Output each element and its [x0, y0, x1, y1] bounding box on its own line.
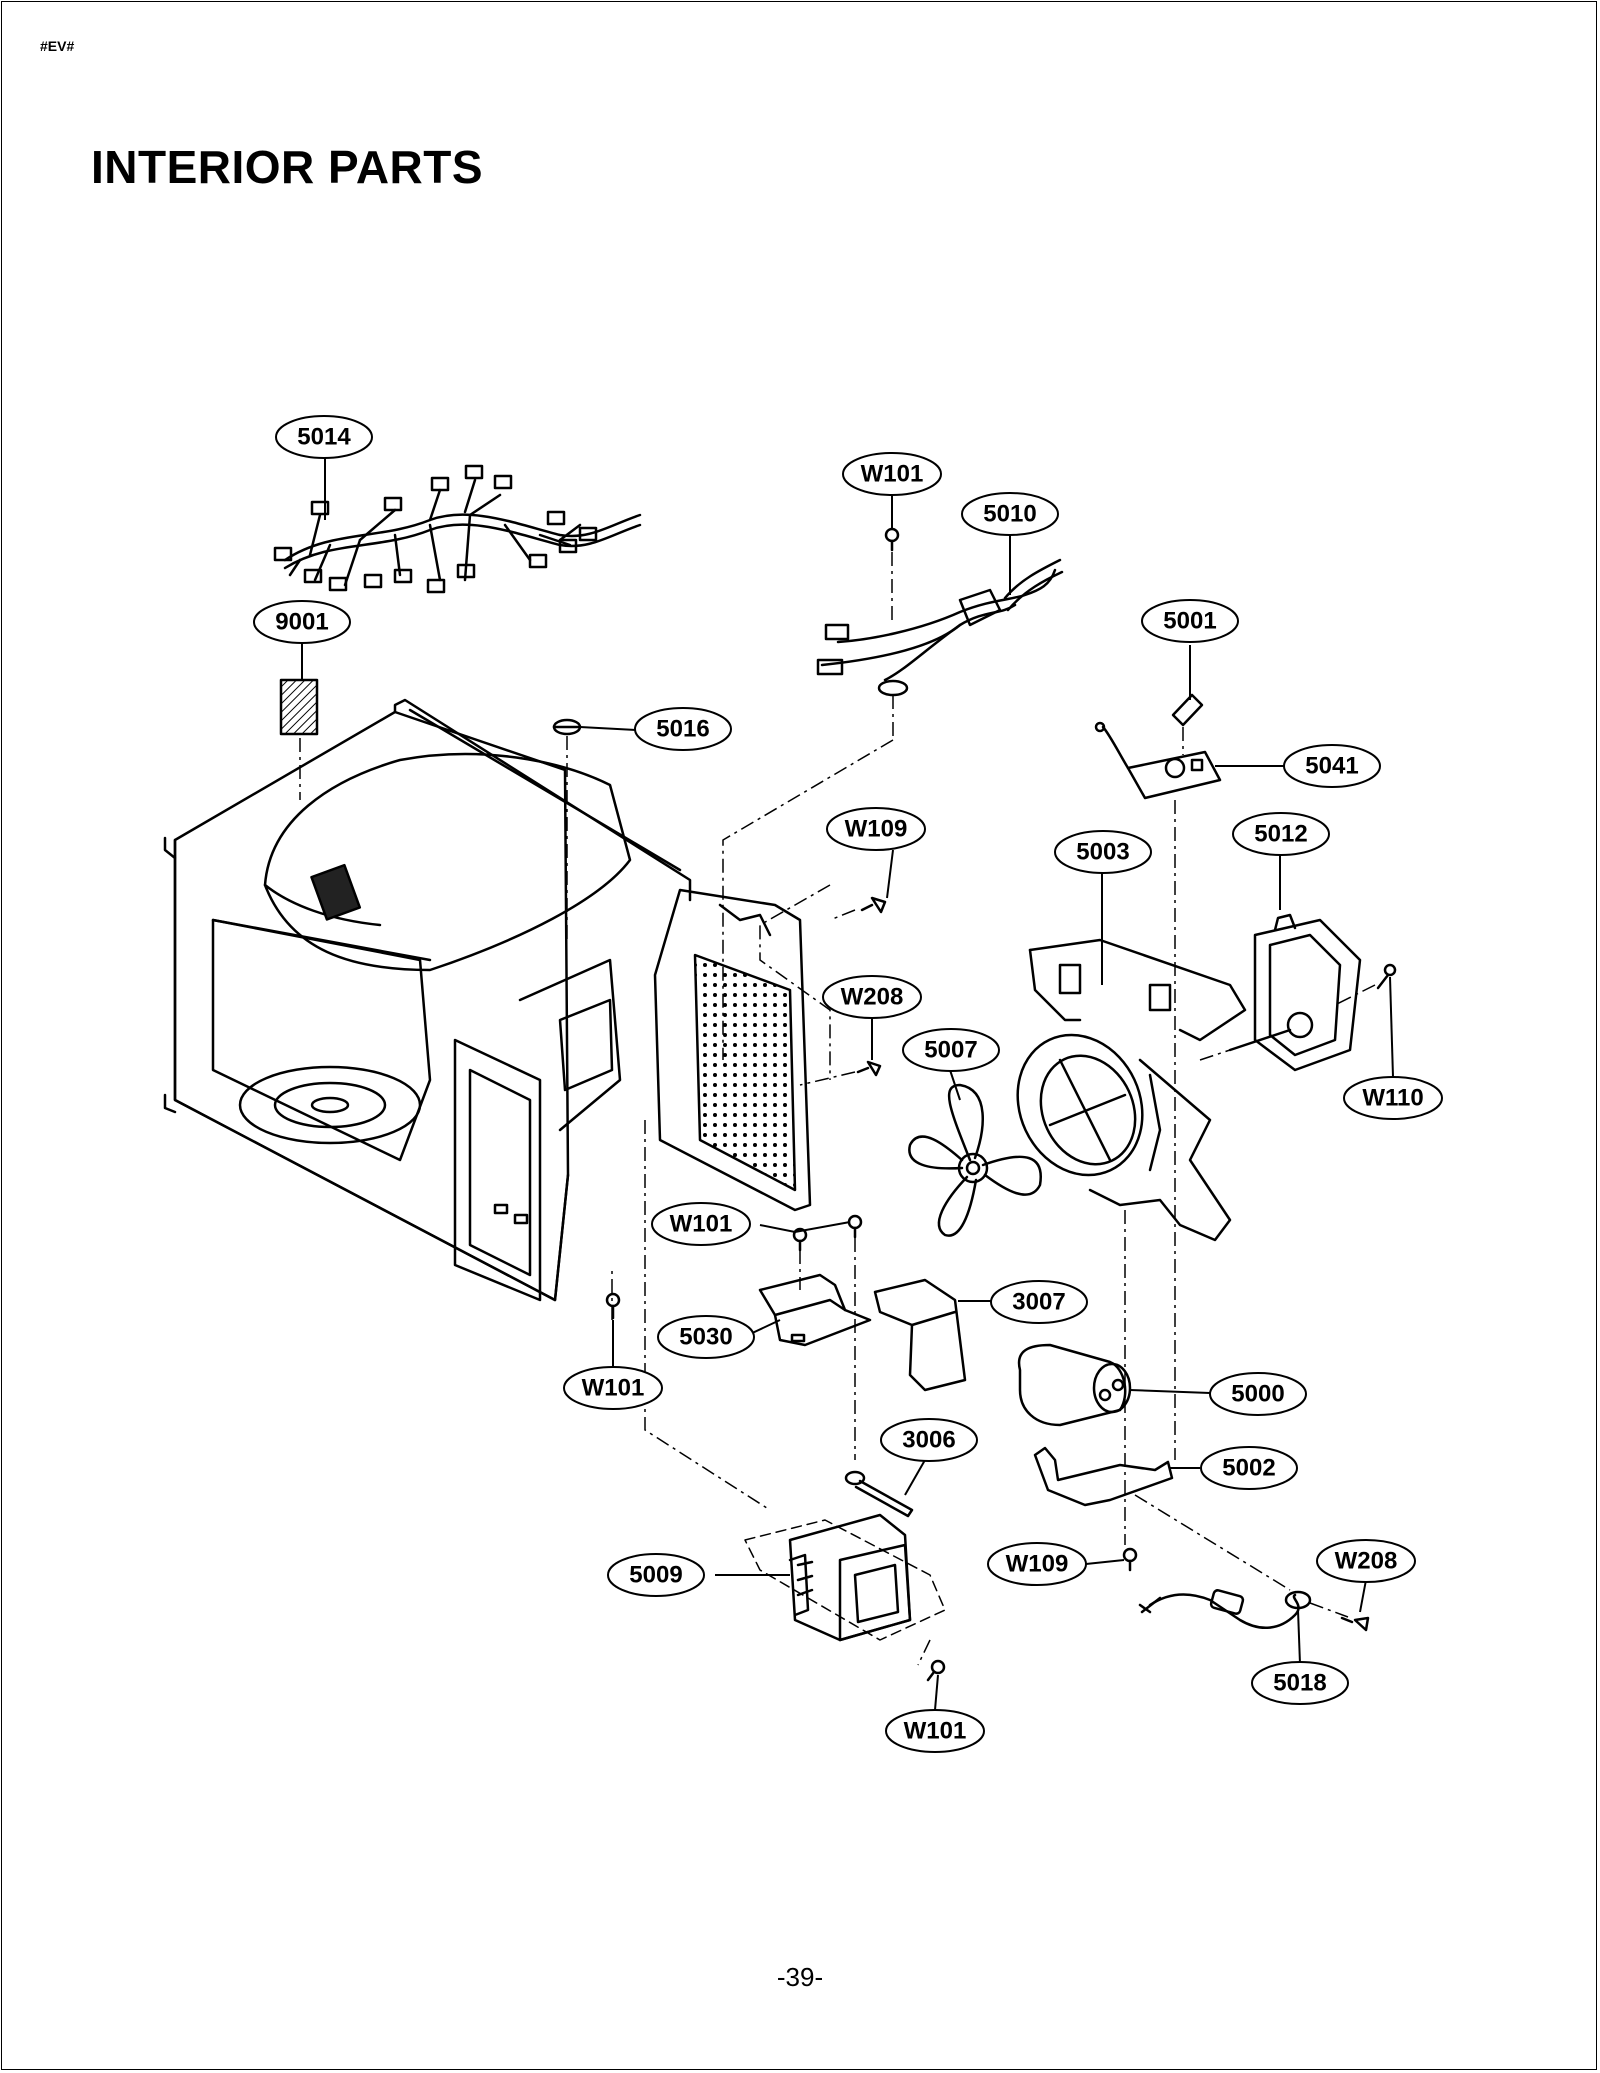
part-5012-fan-motor	[1228, 913, 1362, 1072]
document-code: #EV#	[40, 38, 75, 54]
svg-text:5018: 5018	[1273, 1670, 1326, 1697]
part-5002-bracket	[1033, 1446, 1174, 1507]
callout-9001: 9001	[253, 600, 351, 644]
part-w208-lower-screw	[1340, 1616, 1370, 1632]
callout-5030: 5030	[657, 1315, 755, 1359]
part-w109-upper-screw	[860, 896, 887, 914]
part-5009-magnetron	[744, 1513, 946, 1642]
part-5014-wire-harness	[273, 464, 642, 594]
svg-text:W109: W109	[1006, 1551, 1069, 1578]
svg-text:9001: 9001	[275, 609, 328, 636]
part-w110-screw	[1376, 963, 1397, 990]
callout-3007: 3007	[990, 1280, 1088, 1324]
svg-text:3007: 3007	[1012, 1289, 1065, 1316]
callout-3006: 3006	[880, 1418, 978, 1462]
svg-text:5014: 5014	[297, 424, 351, 451]
callout-w208-upper: W208	[822, 975, 922, 1019]
part-5041-pcb	[1094, 721, 1222, 800]
part-5018-sensor-cord	[1138, 1589, 1312, 1630]
svg-text:5009: 5009	[629, 1562, 682, 1589]
callout-w110: W110	[1343, 1076, 1443, 1120]
part-w208-upper-screw	[856, 1060, 882, 1077]
svg-text:3006: 3006	[902, 1427, 955, 1454]
callout-5003: 5003	[1054, 830, 1152, 874]
callout-w101-left: W101	[563, 1366, 663, 1410]
assembly-guide-lines	[299, 552, 1376, 1666]
part-back-panel	[653, 888, 812, 1212]
callout-w109-lower: W109	[987, 1542, 1087, 1586]
part-3007-plate	[873, 1278, 967, 1392]
callouts: 5014 9001 W101 5010 5016 5001 5041 W109	[253, 415, 1443, 1753]
part-w109-lower-screw	[1122, 1547, 1138, 1572]
part-5030-bracket	[758, 1273, 872, 1347]
svg-text:5010: 5010	[983, 501, 1036, 528]
svg-text:W110: W110	[1362, 1085, 1423, 1112]
part-w101-top-screw	[884, 527, 900, 552]
callout-5010: 5010	[961, 492, 1059, 536]
svg-text:5000: 5000	[1231, 1381, 1284, 1408]
part-5001-fuse	[1171, 693, 1204, 727]
part-w101-left-screw	[605, 1292, 621, 1320]
svg-text:W208: W208	[841, 984, 904, 1011]
part-w101-bottom-screw	[926, 1659, 946, 1682]
svg-text:5007: 5007	[924, 1037, 977, 1064]
callout-w101-mid: W101	[651, 1202, 751, 1246]
callout-5001: 5001	[1141, 599, 1239, 643]
callout-5002: 5002	[1200, 1446, 1298, 1490]
svg-text:5002: 5002	[1222, 1455, 1275, 1482]
svg-text:W101: W101	[670, 1211, 733, 1238]
callout-w101-bottom: W101	[885, 1709, 985, 1753]
svg-text:W101: W101	[582, 1375, 645, 1402]
svg-text:W101: W101	[861, 461, 924, 488]
callout-w101-top: W101	[842, 452, 942, 496]
callout-5007: 5007	[902, 1028, 1000, 1072]
callout-5014: 5014	[275, 415, 373, 459]
part-w101-mid-screws	[792, 1214, 863, 1252]
svg-text:W208: W208	[1335, 1548, 1398, 1575]
svg-text:5030: 5030	[679, 1324, 732, 1351]
part-9001-pad	[279, 678, 319, 736]
part-cavity-assembly	[163, 698, 692, 1302]
part-5016-thermostat	[552, 718, 582, 736]
callout-5016: 5016	[634, 707, 732, 751]
svg-text:5041: 5041	[1305, 753, 1358, 780]
leader-lines	[301, 458, 1394, 1711]
part-5007-fan-blade	[908, 1083, 1042, 1237]
part-5003-air-guide	[1016, 938, 1247, 1242]
svg-text:5016: 5016	[656, 716, 709, 743]
callout-5009: 5009	[607, 1553, 705, 1597]
callout-5018: 5018	[1251, 1661, 1349, 1705]
svg-text:W101: W101	[904, 1718, 967, 1745]
svg-text:W109: W109	[845, 816, 908, 843]
svg-text:5001: 5001	[1163, 608, 1216, 635]
part-5010-cord	[816, 558, 1064, 697]
part-5000-capacitor	[1017, 1343, 1132, 1427]
svg-text:5012: 5012	[1254, 821, 1307, 848]
callout-5000: 5000	[1209, 1372, 1307, 1416]
part-3006-rod	[844, 1470, 914, 1518]
callout-w208-lower: W208	[1316, 1539, 1416, 1583]
svg-text:5003: 5003	[1076, 839, 1129, 866]
page-title: INTERIOR PARTS	[91, 141, 484, 193]
callout-5012: 5012	[1232, 812, 1330, 856]
callout-5041: 5041	[1283, 744, 1381, 788]
page-number: -39-	[776, 1962, 824, 1992]
callout-w109-upper: W109	[826, 807, 926, 851]
